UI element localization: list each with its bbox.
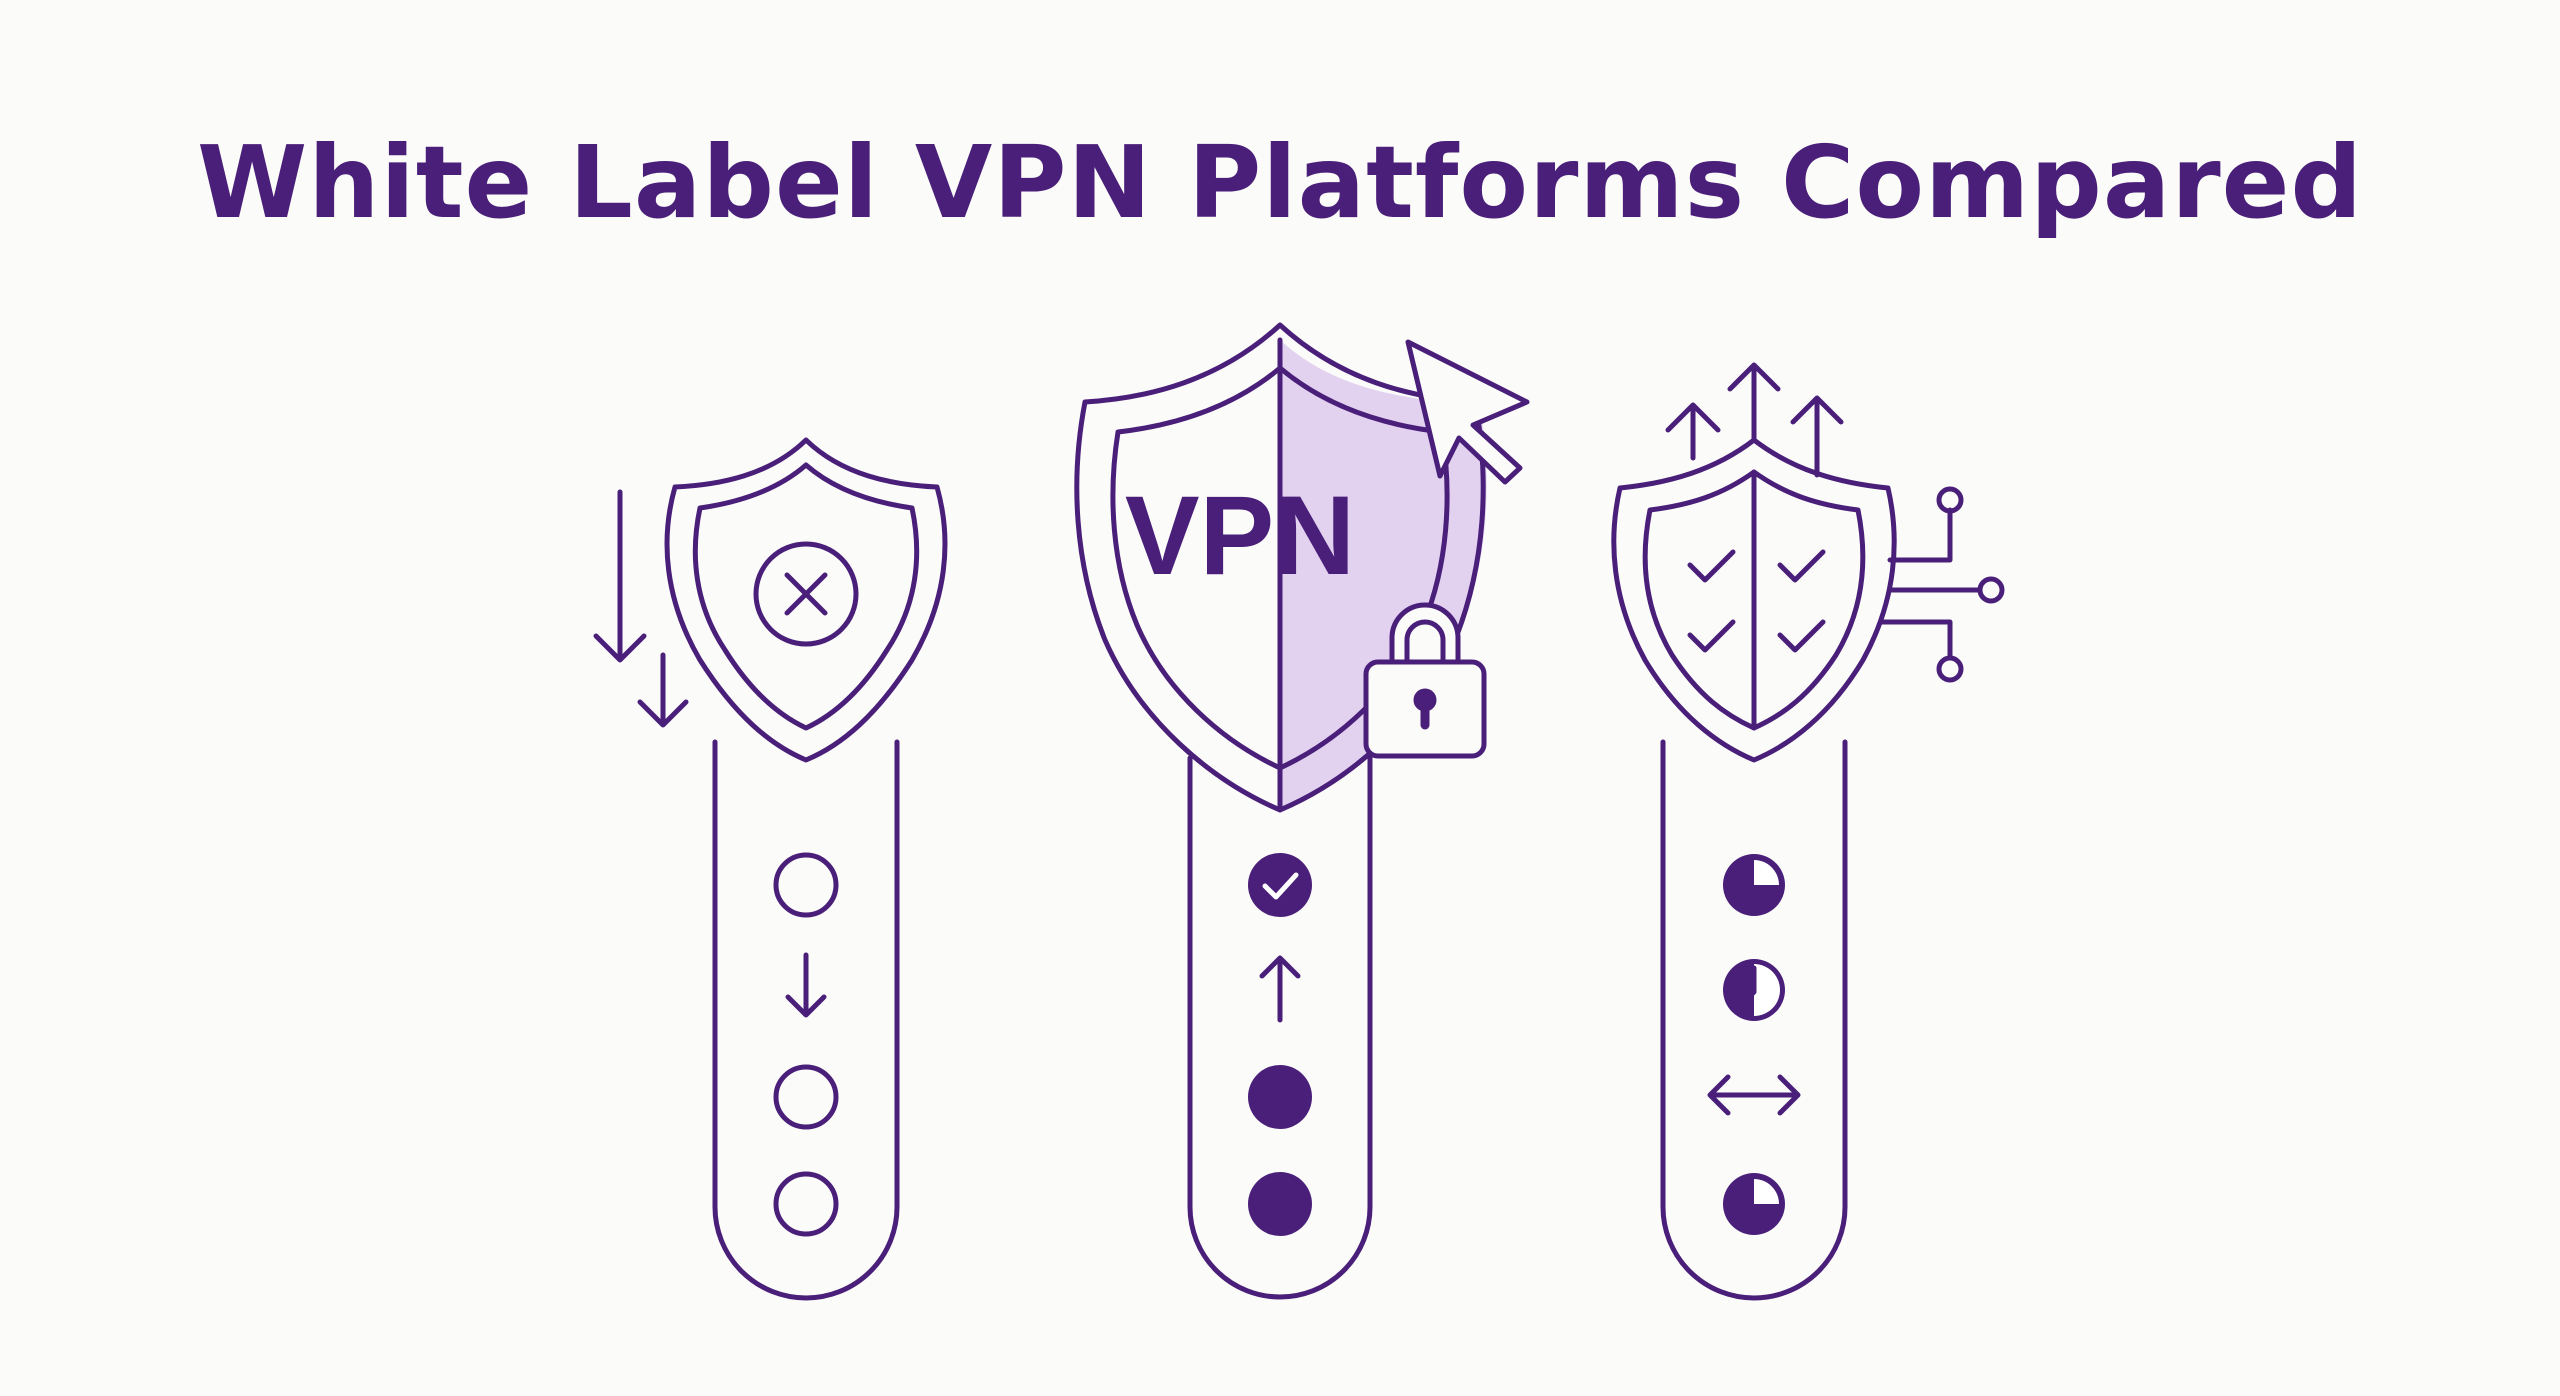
downward-arrows-icon xyxy=(593,489,689,728)
empty-circle-icon xyxy=(773,1171,839,1237)
empty-circle-icon xyxy=(773,1064,839,1130)
quarter-pie-icon xyxy=(1723,854,1785,916)
upward-arrows-icon xyxy=(1665,362,1844,478)
shield-left xyxy=(664,437,948,763)
platform-right xyxy=(1611,362,2005,1301)
rail-left xyxy=(712,739,900,1301)
vpn-label: VPN xyxy=(1125,473,1355,598)
x-circle-icon xyxy=(753,541,859,647)
check-circle-icon xyxy=(1248,853,1312,917)
up-arrow-icon xyxy=(1259,955,1301,1023)
rail-right xyxy=(1660,739,1848,1301)
lock-icon xyxy=(1363,602,1487,759)
filled-circle-icon xyxy=(1248,1065,1312,1129)
page-title: White Label VPN Platforms Compared xyxy=(196,124,2364,241)
platform-left xyxy=(593,437,948,1301)
shield-right xyxy=(1611,437,1897,763)
down-arrow-icon xyxy=(785,952,827,1018)
double-arrow-icon xyxy=(1707,1074,1801,1116)
filled-circle-icon xyxy=(1248,1172,1312,1236)
quarter-pie-icon xyxy=(1723,1173,1785,1235)
platform-center: VPN xyxy=(1074,322,1530,1300)
cursor-icon xyxy=(1405,339,1530,485)
clock-icon xyxy=(1723,959,1785,1021)
rail-center xyxy=(1187,755,1373,1300)
split-checks-icon xyxy=(1687,549,1826,653)
empty-circle-icon xyxy=(773,852,839,918)
circuit-icon xyxy=(1879,486,2005,683)
